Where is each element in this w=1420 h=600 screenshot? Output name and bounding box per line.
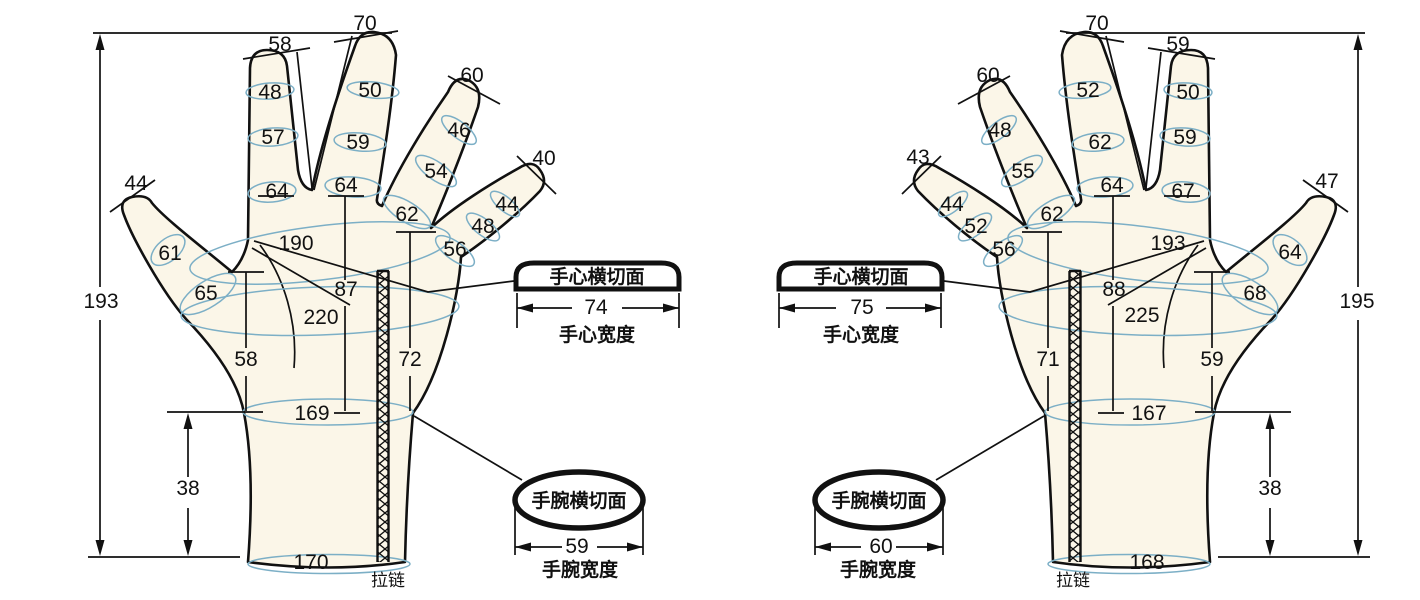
left-palm-section-title: 手心横切面 — [549, 265, 644, 288]
left-pinky-side-height-label: 72 — [398, 348, 421, 371]
right-index-tip-label: 59 — [1166, 33, 1189, 56]
left-pinky-seg2-label: 48 — [471, 215, 494, 238]
left-ring-seg3-label: 62 — [395, 203, 418, 226]
right-middle-seg1-label: 52 — [1076, 79, 1099, 102]
right-cuff-height-label: 38 — [1258, 477, 1281, 500]
left-wrist-section-title: 手腕横切面 — [531, 489, 626, 512]
left-palm-width-caption: 手心宽度 — [559, 323, 636, 346]
left-overall-height-label: 193 — [83, 290, 118, 313]
left-palm-girth-label: 220 — [303, 306, 338, 329]
left-pinky-seg1-label: 44 — [495, 193, 519, 216]
right-thumb-tip-label: 47 — [1315, 170, 1338, 193]
left-knuckle-girth-label: 190 — [278, 232, 313, 255]
right-wrist-section-title: 手腕横切面 — [831, 489, 926, 512]
right-ring-seg2-label: 55 — [1011, 160, 1034, 183]
right-wrist-width-caption: 手腕宽度 — [840, 558, 917, 581]
right-glove-labels: 195 47 64 68 59 50 59 67 70 52 62 64 60 … — [813, 12, 1374, 590]
right-middle-seg3-label: 64 — [1100, 174, 1124, 197]
right-index-seg1-label: 50 — [1176, 81, 1199, 104]
left-pinky-tip-label: 40 — [532, 147, 555, 170]
right-middle-seg2-label: 62 — [1088, 131, 1111, 154]
right-overall-height-label: 195 — [1339, 290, 1374, 313]
left-wrist-width-caption: 手腕宽度 — [542, 558, 619, 581]
right-index-seg3-label: 67 — [1171, 180, 1194, 203]
right-palm-width-caption: 手心宽度 — [823, 323, 900, 346]
left-index-seg3-label: 64 — [265, 180, 289, 203]
left-ring-seg1-label: 46 — [447, 119, 470, 142]
left-thumb-seg1-label: 61 — [158, 242, 181, 265]
left-wrist-girth-label: 169 — [294, 402, 329, 425]
right-palm-girth-label: 225 — [1124, 304, 1159, 327]
right-wrist-girth-label: 167 — [1131, 402, 1166, 425]
right-ring-tip-label: 60 — [976, 64, 999, 87]
left-middle-tip-label: 70 — [353, 12, 376, 35]
right-thumb-seg2-label: 68 — [1243, 282, 1266, 305]
right-thumb-seg1-label: 64 — [1278, 241, 1302, 264]
right-pinky-tip-label: 43 — [906, 146, 929, 169]
left-ring-tip-label: 60 — [460, 64, 483, 87]
left-cuff-height-label: 38 — [176, 477, 199, 500]
left-index-seg1-label: 48 — [258, 81, 281, 104]
right-zipper-label: 拉链 — [1056, 571, 1090, 590]
right-index-seg2-label: 59 — [1173, 126, 1196, 149]
left-index-seg2-label: 57 — [261, 126, 284, 149]
left-index-tip-label: 58 — [268, 33, 291, 56]
right-knuckle-girth-label: 193 — [1150, 232, 1185, 255]
left-palm-height-label: 87 — [334, 278, 357, 301]
right-palm-height-label: 88 — [1102, 278, 1125, 301]
left-thumb-seg2-label: 65 — [194, 282, 217, 305]
right-opening-girth-label: 168 — [1129, 551, 1164, 574]
right-ring-seg1-label: 48 — [988, 119, 1011, 142]
left-opening-girth-label: 170 — [293, 551, 328, 574]
left-zipper-label: 拉链 — [371, 571, 405, 590]
left-palm-width-label: 74 — [584, 296, 608, 319]
right-palm-width-label: 75 — [850, 296, 873, 319]
left-wrist-width-label: 59 — [565, 535, 588, 558]
right-pinky-seg1-label: 44 — [940, 193, 964, 216]
left-glove-labels: 193 44 61 65 58 48 57 64 70 50 59 64 60 … — [83, 12, 644, 590]
right-wrist-width-label: 60 — [869, 535, 892, 558]
left-middle-seg3-label: 64 — [334, 174, 358, 197]
right-pinky-side-height-label: 71 — [1036, 348, 1059, 371]
left-ring-seg2-label: 54 — [424, 160, 448, 183]
left-thumb-side-height-label: 58 — [234, 348, 257, 371]
left-middle-seg2-label: 59 — [346, 131, 369, 154]
right-ring-seg3-label: 62 — [1040, 203, 1063, 226]
right-pinky-seg2-label: 52 — [964, 215, 987, 238]
left-middle-seg1-label: 50 — [358, 79, 381, 102]
left-thumb-tip-label: 44 — [124, 172, 148, 195]
right-thumb-side-height-label: 59 — [1200, 348, 1223, 371]
right-palm-section-title: 手心横切面 — [813, 265, 908, 288]
right-pinky-seg3-label: 56 — [992, 238, 1015, 261]
left-pinky-seg3-label: 56 — [443, 238, 466, 261]
right-middle-tip-label: 70 — [1085, 12, 1108, 35]
